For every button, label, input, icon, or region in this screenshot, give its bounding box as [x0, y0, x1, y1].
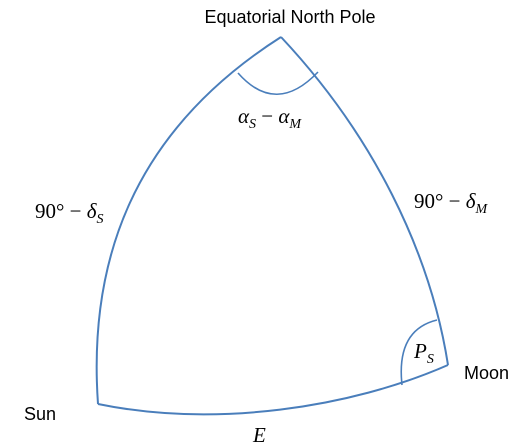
side-sun-moon-label: E [252, 423, 266, 447]
moon-vertex-label: Moon [464, 363, 509, 383]
arc-pole-to-moon [280, 36, 449, 366]
sun-vertex-label: Sun [24, 404, 56, 424]
moon-angle-label: PS [413, 339, 434, 367]
side-moon-pole-label: 90° − δM [414, 189, 489, 217]
pole-vertex-label: Equatorial North Pole [204, 7, 375, 27]
arc-sun-to-pole [95, 36, 282, 405]
moon-angle-arc [400, 319, 438, 386]
pole-angle-arc [237, 71, 319, 95]
side-sun-pole-label: 90° − δS [35, 199, 104, 227]
pole-angle-label: αS − αM [238, 104, 302, 132]
arc-sun-to-moon [97, 364, 449, 416]
